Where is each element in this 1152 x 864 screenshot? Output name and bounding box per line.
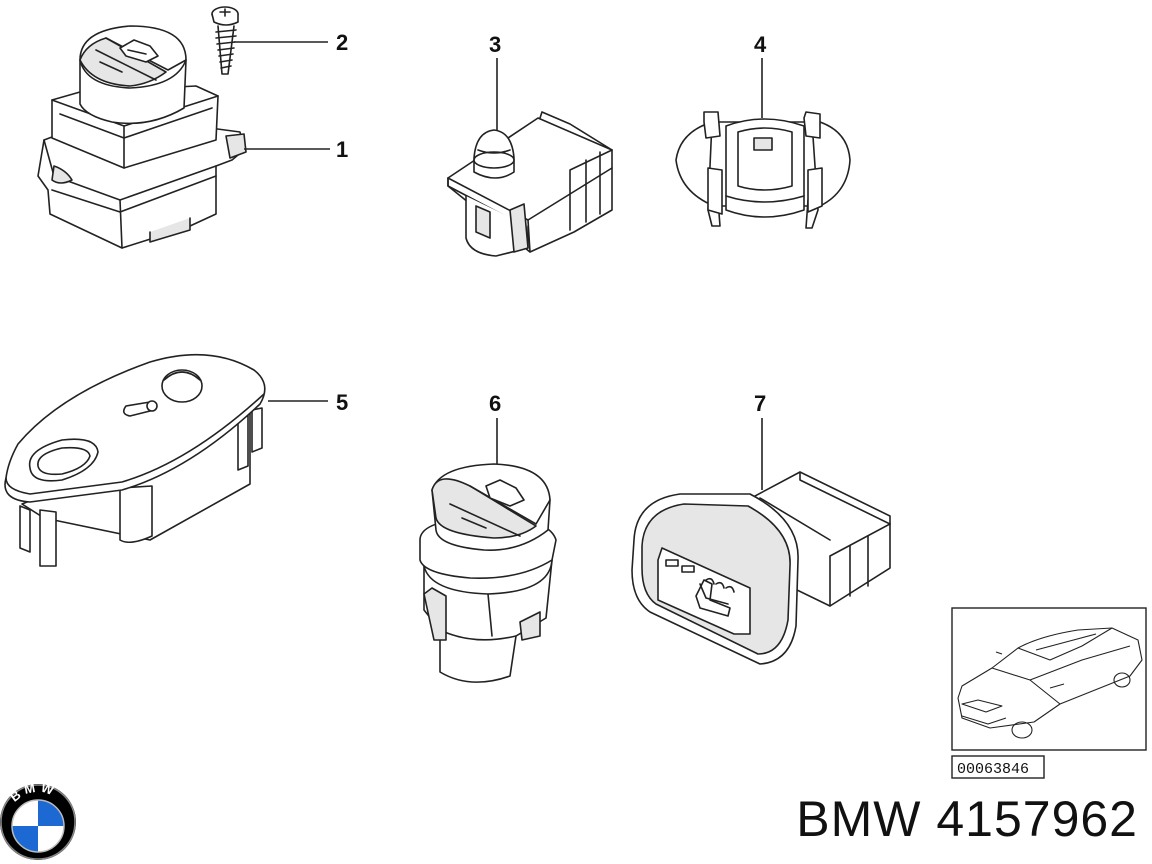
- callout-7: 7: [754, 391, 766, 416]
- callout-6: 6: [489, 391, 501, 416]
- callout-3: 3: [489, 32, 501, 57]
- car-thumbnail: 00063846: [951, 607, 1147, 779]
- part-5-switch-panel: [4, 353, 266, 567]
- callout-1: 1: [336, 137, 348, 162]
- callout-5: 5: [336, 390, 348, 415]
- trunk-icon: [485, 479, 525, 507]
- trunk-icon: [119, 39, 159, 63]
- part-6-round-switch: [419, 463, 557, 683]
- leader-lines: [234, 41, 763, 490]
- part-2-screw: [211, 6, 239, 75]
- part-1-trunk-switch: [37, 25, 247, 249]
- bmw-logo-icon: BMW: [0, 779, 76, 860]
- part-4-clip-ring: [675, 111, 851, 229]
- brand-part-number: BMW 4157962: [796, 791, 1138, 847]
- callout-numbers: 1 2 3 4 5 6 7: [336, 30, 767, 416]
- seat-heating-icon: [695, 577, 735, 617]
- reference-code: 00063846: [957, 761, 1029, 778]
- part-3-button-switch: [447, 111, 613, 257]
- callout-4: 4: [754, 32, 767, 57]
- callout-2: 2: [336, 30, 348, 55]
- part-7-seat-heating-switch: [631, 471, 891, 665]
